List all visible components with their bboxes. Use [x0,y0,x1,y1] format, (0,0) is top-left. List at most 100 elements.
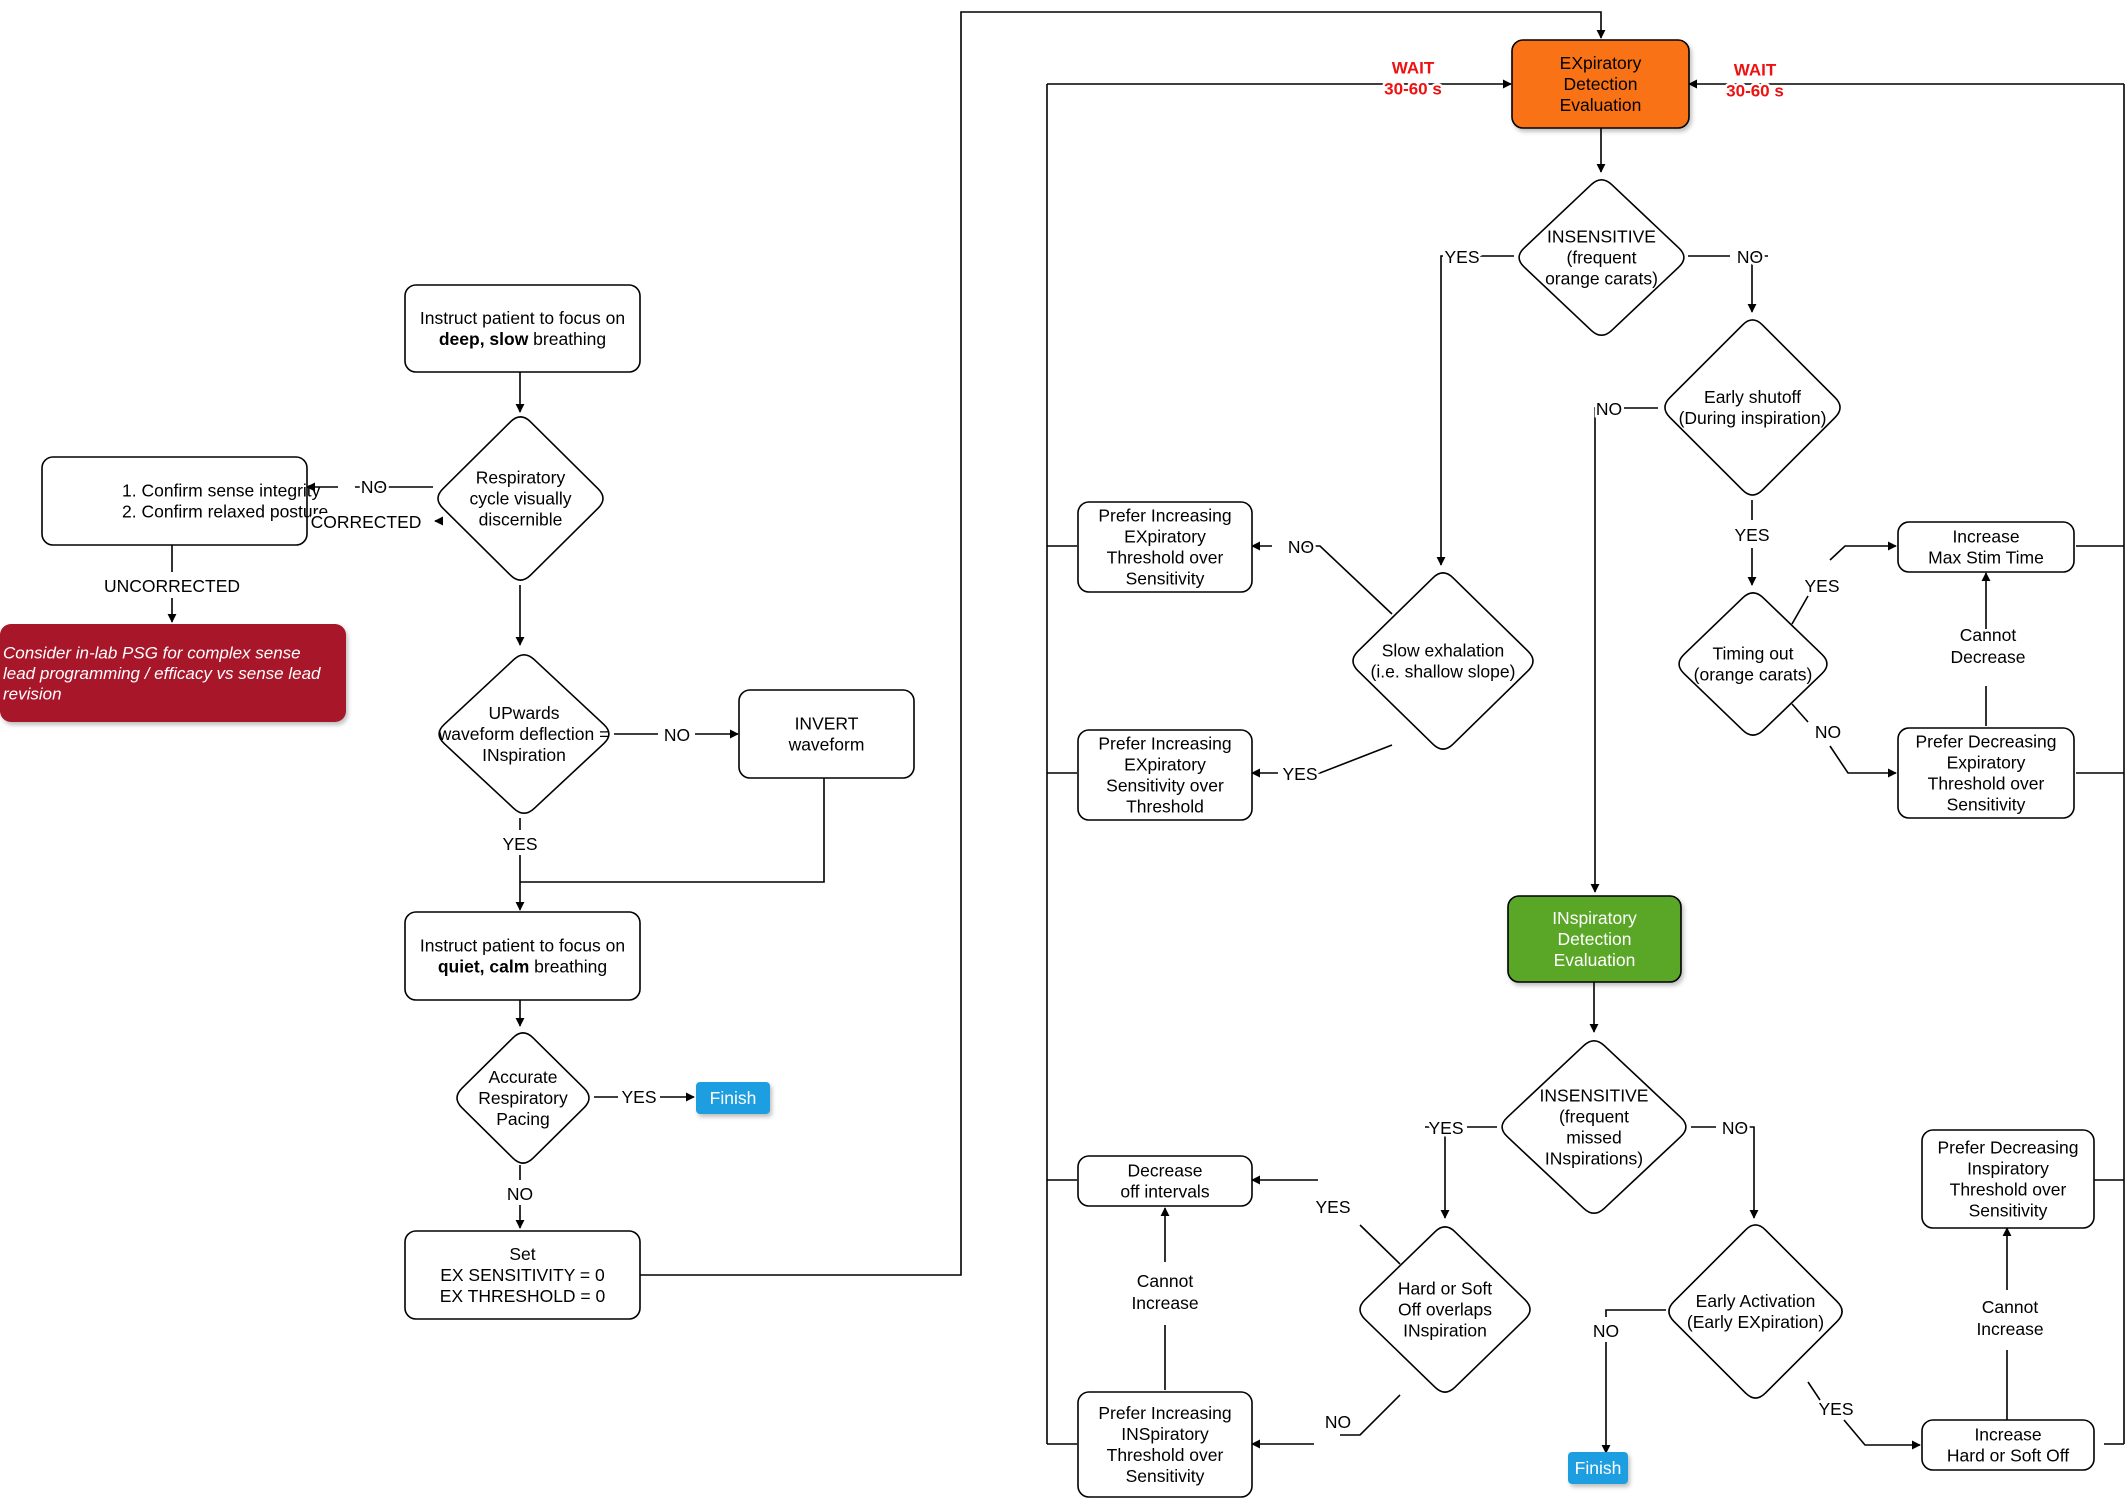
instruct-deep-line: Instruct patient to focus on [420,308,625,328]
instruct-deep-shape [404,284,641,373]
slow-exhale-shape [1352,572,1534,750]
label-line: Increase [1976,1319,2043,1339]
confirm-shape [41,456,308,546]
pref-inc-ex-thr-line: Threshold over [1107,548,1224,568]
early-act-line: (Early EXpiration) [1687,1312,1824,1332]
pref-inc-ex-thr-line: EXpiratory [1124,527,1206,547]
label-line: Increase [1131,1293,1198,1313]
no-insens-ex-label: NO [1737,247,1763,267]
slow-exhale-line: Slow exhalation [1382,641,1505,661]
no-early-act-label: NO [1593,1321,1619,1341]
early-shutoff-line: (During inspiration) [1679,408,1827,428]
dec-off-line: off intervals [1120,1182,1209,1202]
label-line: NO [664,725,690,745]
instruct-quiet-bold: quiet, calm [438,957,529,977]
resp-cycle-shape [437,416,604,581]
confirm-line: 1. Confirm sense integrity [122,481,321,501]
label-line: YES [1818,1399,1853,1419]
invert-shape [738,689,915,779]
hard-soft-line: Off overlaps [1398,1300,1492,1320]
in-eval-line: Evaluation [1554,950,1636,970]
edge-early-shutoff-no [1594,407,1658,892]
accurate-line: Respiratory [478,1088,568,1108]
loop-left [1047,84,1511,1445]
no-hard-label: NO [1325,1412,1351,1432]
finish1-node: Finish [696,1082,770,1114]
no-accurate-label: NO [507,1184,533,1204]
label-line: YES [1444,247,1479,267]
inc-hard-soft-line: Increase [1974,1425,2041,1445]
set-ex-line: EX SENSITIVITY = 0 [440,1265,605,1285]
pref-dec-ex-shape [1897,727,2075,819]
no-insens-in-label: NO [1722,1118,1748,1138]
label-line: NO [1722,1118,1748,1138]
insens-in-line: missed [1566,1128,1621,1148]
yes-early-act-label: YES [1818,1399,1853,1419]
no-early-shutoff-label: NO [1596,399,1622,419]
yes-early-shutoff-label: YES [1734,525,1769,545]
pref-inc-ex-sens-line: EXpiratory [1124,755,1206,775]
pref-inc-in-line: Sensitivity [1126,1466,1205,1486]
pref-dec-in-line: Threshold over [1950,1180,2067,1200]
pref-inc-in-shape [1077,1391,1253,1498]
finish2-line: Finish [1575,1458,1622,1478]
yes-hard-label: YES [1315,1197,1350,1217]
label-line: YES [1315,1197,1350,1217]
inc-max-stim-shape [1897,521,2075,573]
instruct-quiet-line: quiet, calm breathing [438,957,607,977]
in-eval-line: Detection [1558,929,1632,949]
early-act-line: Early Activation [1696,1291,1816,1311]
edge-insens-no [1688,255,1768,312]
no-timing-label: NO [1815,722,1841,742]
label-line: Cannot [1982,1297,2039,1317]
consider-psg-line: lead programming / efficacy vs sense lea… [3,664,321,683]
early-act-text: Early Activation(Early EXpiration) [1687,1291,1824,1332]
in-eval-shape [1507,895,1682,983]
edge-hard-no [1252,1394,1401,1444]
hard-soft-shape [1359,1226,1531,1393]
pref-inc-ex-thr-shape [1077,501,1253,593]
finish1-text: Finish [710,1088,757,1108]
ex-eval-line: EXpiratory [1560,53,1642,73]
resp-cycle-line: Respiratory [476,468,566,488]
pref-inc-ex-thr-line: Sensitivity [1126,569,1205,589]
slow-exhale-decision: Slow exhalation(i.e. shallow slope) [1352,572,1534,750]
pref-dec-ex-line: Sensitivity [1947,795,2026,815]
connectors [172,11,2125,1453]
label-line: YES [1804,576,1839,596]
pref-dec-in-line: Prefer Decreasing [1937,1138,2078,1158]
edge-insens-yes [1441,255,1514,565]
edge-slow-no [1252,546,1393,615]
consider-psg-line: revision [3,684,62,703]
set-ex-line: Set [509,1244,535,1264]
ex-eval-line: Detection [1564,74,1638,94]
insens-ex-line: (frequent [1566,248,1636,268]
label-line: NO [1596,399,1622,419]
finish2-node: Finish [1568,1452,1628,1484]
in-eval-line: INspiratory [1552,908,1637,928]
upwards-shape [438,654,610,814]
